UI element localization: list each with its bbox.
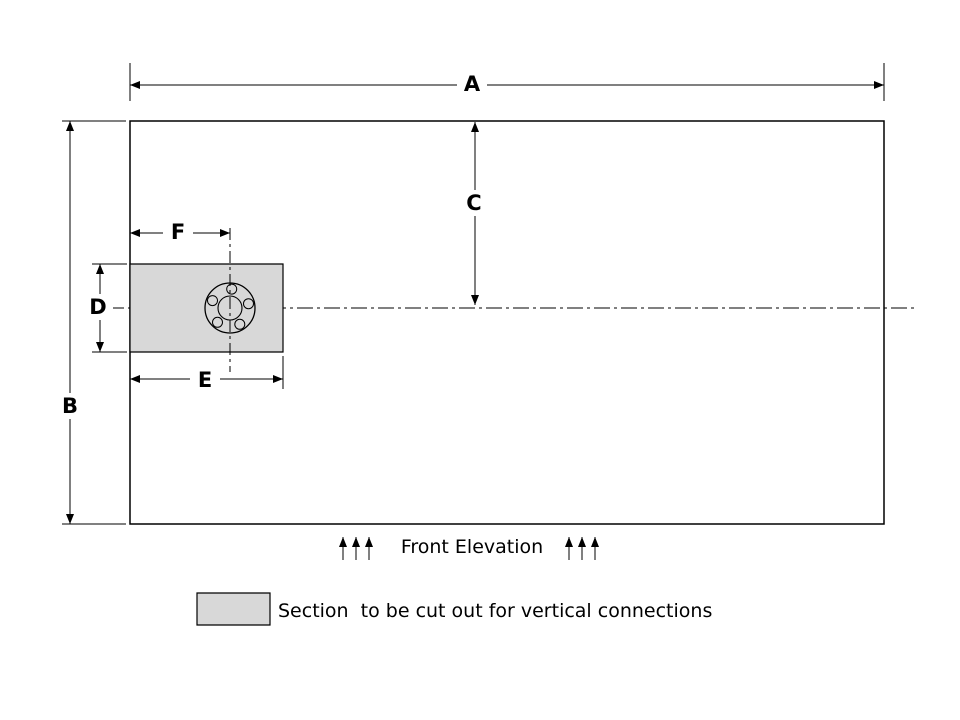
label-mask [457,71,487,97]
dimension-e: E [130,356,283,393]
dimension-a: A [130,63,884,101]
bolt-hole-icon [213,317,223,327]
legend-swatch [197,593,270,625]
dimension-label-f: F [171,220,185,244]
caption-group: Front Elevation [339,536,599,560]
caption-text: Front Elevation [401,536,543,558]
bolt-hole-icon [244,299,254,309]
dimension-label-a: A [464,72,481,96]
bolt-hole-icon [227,284,237,294]
flange-outer-circle [205,283,255,333]
dimension-b: B [55,121,126,524]
bolt-hole-icon [235,319,245,329]
legend-text: Section to be cut out for vertical conne… [278,600,712,622]
dimension-label-c: C [466,191,481,215]
label-mask [190,367,220,393]
label-mask [459,190,489,216]
flange-detail [205,228,255,372]
label-mask [83,294,113,320]
dimension-c: C [459,122,489,305]
dimension-label-e: E [198,368,212,392]
dimension-f: F [130,219,230,245]
label-mask [163,219,193,245]
bolt-hole-icon [208,296,218,306]
dimension-label-b: B [62,394,78,418]
dimension-d: D [83,264,127,352]
dimension-label-d: D [89,295,106,319]
cutout-section [130,264,283,352]
label-mask [55,393,85,419]
legend: Section to be cut out for vertical conne… [197,593,712,625]
flange-inner-circle [218,296,242,320]
